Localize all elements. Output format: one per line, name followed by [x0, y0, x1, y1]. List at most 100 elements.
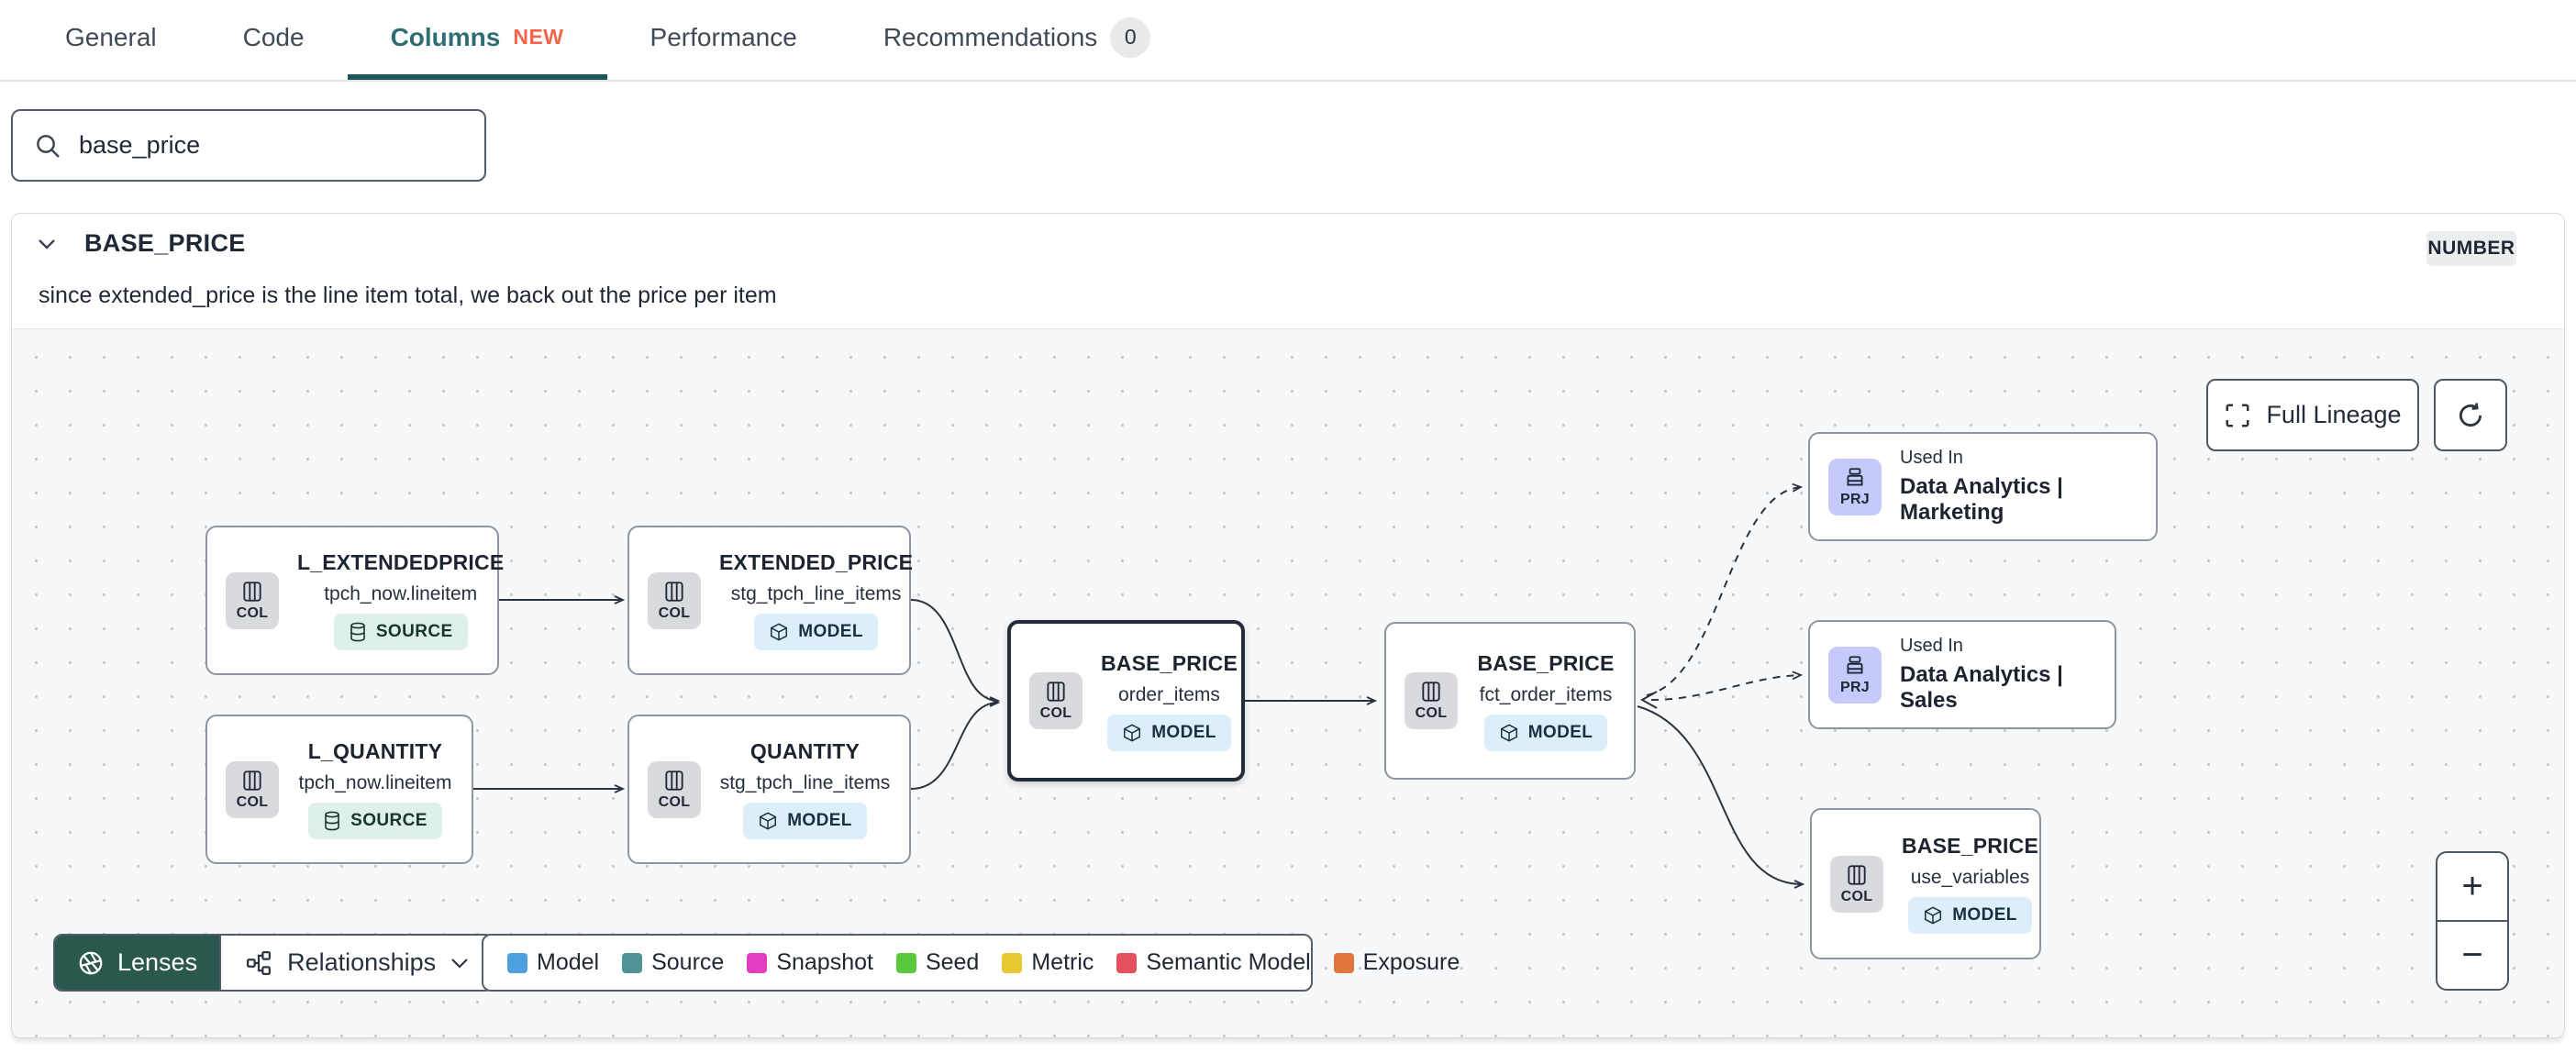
- model-chip: MODEL: [743, 803, 867, 839]
- source-swatch: [622, 952, 643, 973]
- legend-item-seed: Seed: [895, 949, 979, 976]
- tab-recommendations[interactable]: Recommendations 0: [840, 0, 1194, 80]
- source-chip: SOURCE: [308, 803, 442, 839]
- col-badge: COL: [226, 571, 279, 629]
- node-title: BASE_PRICE: [1477, 650, 1615, 675]
- lenses-toolbar: Lenses Relationships: [53, 934, 495, 992]
- metric-swatch: [1002, 952, 1023, 973]
- search-icon: [37, 134, 60, 158]
- node-subtitle: Data Analytics | Sales: [1900, 662, 2063, 713]
- node-subtitle: Data Analytics | Marketing: [1900, 474, 2063, 525]
- lineage-node-quantity[interactable]: COL QUANTITY stg_tpch_line_items MODEL: [627, 715, 911, 864]
- columns-icon: [665, 770, 683, 791]
- col-badge: COL: [226, 760, 279, 818]
- cube-icon: [760, 812, 777, 830]
- lineage-node-base-price-use-variables[interactable]: COL BASE_PRICE use_variables MODEL: [1810, 808, 2041, 959]
- cube-icon: [771, 623, 788, 641]
- lineage-node-base-price-fct-order-items[interactable]: COL BASE_PRICE fct_order_items MODEL: [1384, 622, 1636, 780]
- lineage-node-extended-price[interactable]: COL EXTENDED_PRICE stg_tpch_line_items M…: [627, 526, 914, 675]
- database-icon: [325, 811, 339, 831]
- lineage-node-used-in-sales[interactable]: PRJ Used In Data Analytics | Sales: [1808, 620, 2116, 729]
- node-title: BASE_PRICE: [1902, 834, 2038, 858]
- cube-icon: [1500, 723, 1517, 742]
- lineage-node-used-in-marketing[interactable]: PRJ Used In Data Analytics | Marketing: [1808, 432, 2158, 541]
- legend-item-snapshot: Snapshot: [747, 949, 873, 976]
- tab-code[interactable]: Code: [242, 22, 305, 51]
- relationships-dropdown[interactable]: Relationships: [219, 936, 493, 990]
- lineage-node-base-price-order-items[interactable]: COL BASE_PRICE order_items MODEL: [1007, 620, 1245, 781]
- search-input[interactable]: [79, 131, 464, 160]
- col-badge: COL: [648, 760, 701, 818]
- exposure-swatch: [1333, 952, 1354, 973]
- columns-icon: [243, 770, 261, 791]
- node-title: BASE_PRICE: [1101, 650, 1238, 675]
- cube-icon: [1124, 723, 1141, 742]
- database-icon: [350, 622, 365, 642]
- resource-type-legend: Model Source Snapshot Seed Metric Semant…: [482, 934, 1460, 992]
- lineage-canvas[interactable]: [12, 328, 2564, 1037]
- node-title: Used In: [1900, 448, 1963, 468]
- column-description: since extended_price is the line item to…: [39, 283, 777, 308]
- node-subtitle: stg_tpch_line_items: [719, 772, 891, 793]
- recommendations-count-badge: 0: [1110, 17, 1151, 58]
- node-title: Used In: [1900, 636, 1963, 656]
- lineage-node-l-quantity[interactable]: COL L_QUANTITY tpch_now.lineitem SOURCE: [205, 715, 473, 864]
- lineage-node-l-extendedprice[interactable]: COL L_EXTENDEDPRICE tpch_now.lineitem SO…: [205, 526, 504, 675]
- col-badge: COL: [1830, 855, 1883, 913]
- tab-general[interactable]: General: [65, 22, 157, 51]
- columns-icon: [1047, 682, 1065, 702]
- project-icon: [1847, 655, 1863, 674]
- legend-item-source: Source: [622, 949, 724, 976]
- source-chip: SOURCE: [333, 614, 468, 650]
- seed-swatch: [895, 952, 916, 973]
- cube-icon: [1925, 906, 1942, 925]
- model-chip: MODEL: [1107, 714, 1231, 751]
- columns-icon: [1848, 864, 1866, 885]
- col-badge: COL: [648, 571, 701, 629]
- zoom-in-button[interactable]: +: [2437, 853, 2507, 922]
- panel-header: BASE_PRICE: [37, 229, 246, 258]
- model-chip: MODEL: [754, 614, 878, 650]
- legend-item-model: Model: [507, 949, 599, 976]
- aperture-icon: [79, 951, 103, 974]
- column-search: [11, 109, 486, 182]
- collapse-chevron-icon[interactable]: [37, 238, 57, 250]
- node-title: L_QUANTITY: [307, 739, 443, 763]
- tab-bar: General Code Columns NEW Performance Rec…: [0, 0, 2576, 82]
- semantic-model-swatch: [1116, 952, 1138, 973]
- tab-columns[interactable]: Columns NEW: [347, 0, 607, 80]
- zoom-controls: + −: [2436, 851, 2509, 991]
- full-lineage-button[interactable]: Full Lineage: [2206, 379, 2419, 451]
- legend-item-metric: Metric: [1002, 949, 1094, 976]
- column-name: BASE_PRICE: [84, 229, 246, 257]
- refresh-button[interactable]: [2434, 379, 2507, 451]
- node-title: EXTENDED_PRICE: [719, 550, 914, 574]
- prj-badge: PRJ: [1828, 458, 1882, 515]
- tab-performance[interactable]: Performance: [650, 22, 797, 51]
- prj-badge: PRJ: [1828, 646, 1882, 704]
- column-type-badge: NUMBER: [2426, 231, 2516, 266]
- legend-item-semantic-model: Semantic Model: [1116, 949, 1311, 976]
- node-subtitle: fct_order_items: [1479, 683, 1613, 705]
- col-badge: COL: [1029, 672, 1083, 729]
- legend-item-exposure: Exposure: [1333, 949, 1460, 976]
- snapshot-swatch: [747, 952, 768, 973]
- zoom-out-button[interactable]: −: [2461, 935, 2483, 975]
- columns-icon: [243, 581, 261, 602]
- new-badge: NEW: [513, 25, 564, 49]
- col-badge: COL: [1405, 672, 1458, 729]
- node-subtitle: stg_tpch_line_items: [730, 583, 902, 604]
- chevron-down-icon: [451, 958, 468, 969]
- columns-icon: [665, 581, 683, 602]
- node-subtitle: order_items: [1118, 683, 1220, 705]
- node-subtitle: tpch_now.lineitem: [298, 772, 452, 793]
- model-swatch: [507, 952, 527, 973]
- node-title: L_EXTENDEDPRICE: [297, 550, 505, 574]
- relationships-icon: [247, 950, 272, 975]
- node-subtitle: tpch_now.lineitem: [324, 583, 478, 604]
- refresh-icon: [2459, 402, 2482, 427]
- columns-icon: [1422, 682, 1440, 702]
- project-icon: [1847, 467, 1863, 486]
- lenses-button[interactable]: Lenses: [55, 936, 220, 990]
